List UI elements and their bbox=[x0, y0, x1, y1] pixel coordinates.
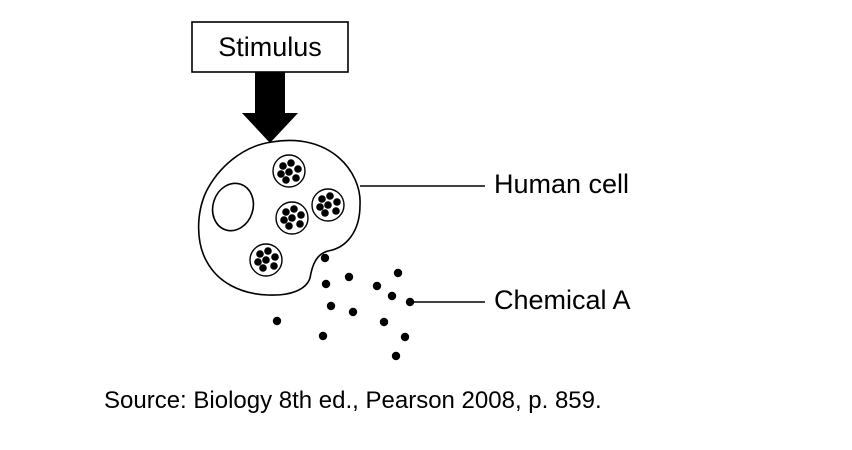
chemical-a-molecule bbox=[391, 351, 401, 361]
stimulus-label: Stimulus bbox=[218, 32, 322, 62]
stimulus-arrow bbox=[242, 72, 298, 143]
chemical-a-molecule bbox=[348, 307, 358, 317]
chemical-a-molecule bbox=[272, 316, 282, 326]
vesicle bbox=[311, 188, 345, 222]
stimulus-box-frame bbox=[191, 21, 349, 73]
chemical-a-molecule bbox=[387, 291, 397, 301]
chemical-a-molecule bbox=[379, 317, 389, 327]
chemical-a-molecule bbox=[326, 301, 336, 311]
chemical-a-molecule bbox=[320, 253, 330, 263]
chemical-a-molecule bbox=[344, 272, 354, 282]
vesicle bbox=[249, 243, 283, 277]
vesicle bbox=[272, 154, 306, 188]
chemical-a-molecules bbox=[272, 253, 415, 361]
chemical-a-molecule bbox=[393, 268, 403, 278]
chemical-a-molecule bbox=[318, 331, 328, 341]
human-cell-label: Human cell bbox=[494, 169, 629, 199]
chemical-a-label: Chemical A bbox=[494, 285, 631, 315]
cell-vacuole bbox=[211, 182, 255, 232]
chemical-a-molecule bbox=[405, 297, 415, 307]
source-caption: Source: Biology 8th ed., Pearson 2008, p… bbox=[104, 387, 602, 414]
chemical-a-molecule bbox=[400, 332, 410, 342]
chemical-a-molecule bbox=[321, 279, 331, 289]
stimulus-box: Stimulus bbox=[191, 21, 349, 73]
chemical-a-molecule bbox=[372, 281, 382, 291]
vesicle bbox=[275, 201, 309, 235]
